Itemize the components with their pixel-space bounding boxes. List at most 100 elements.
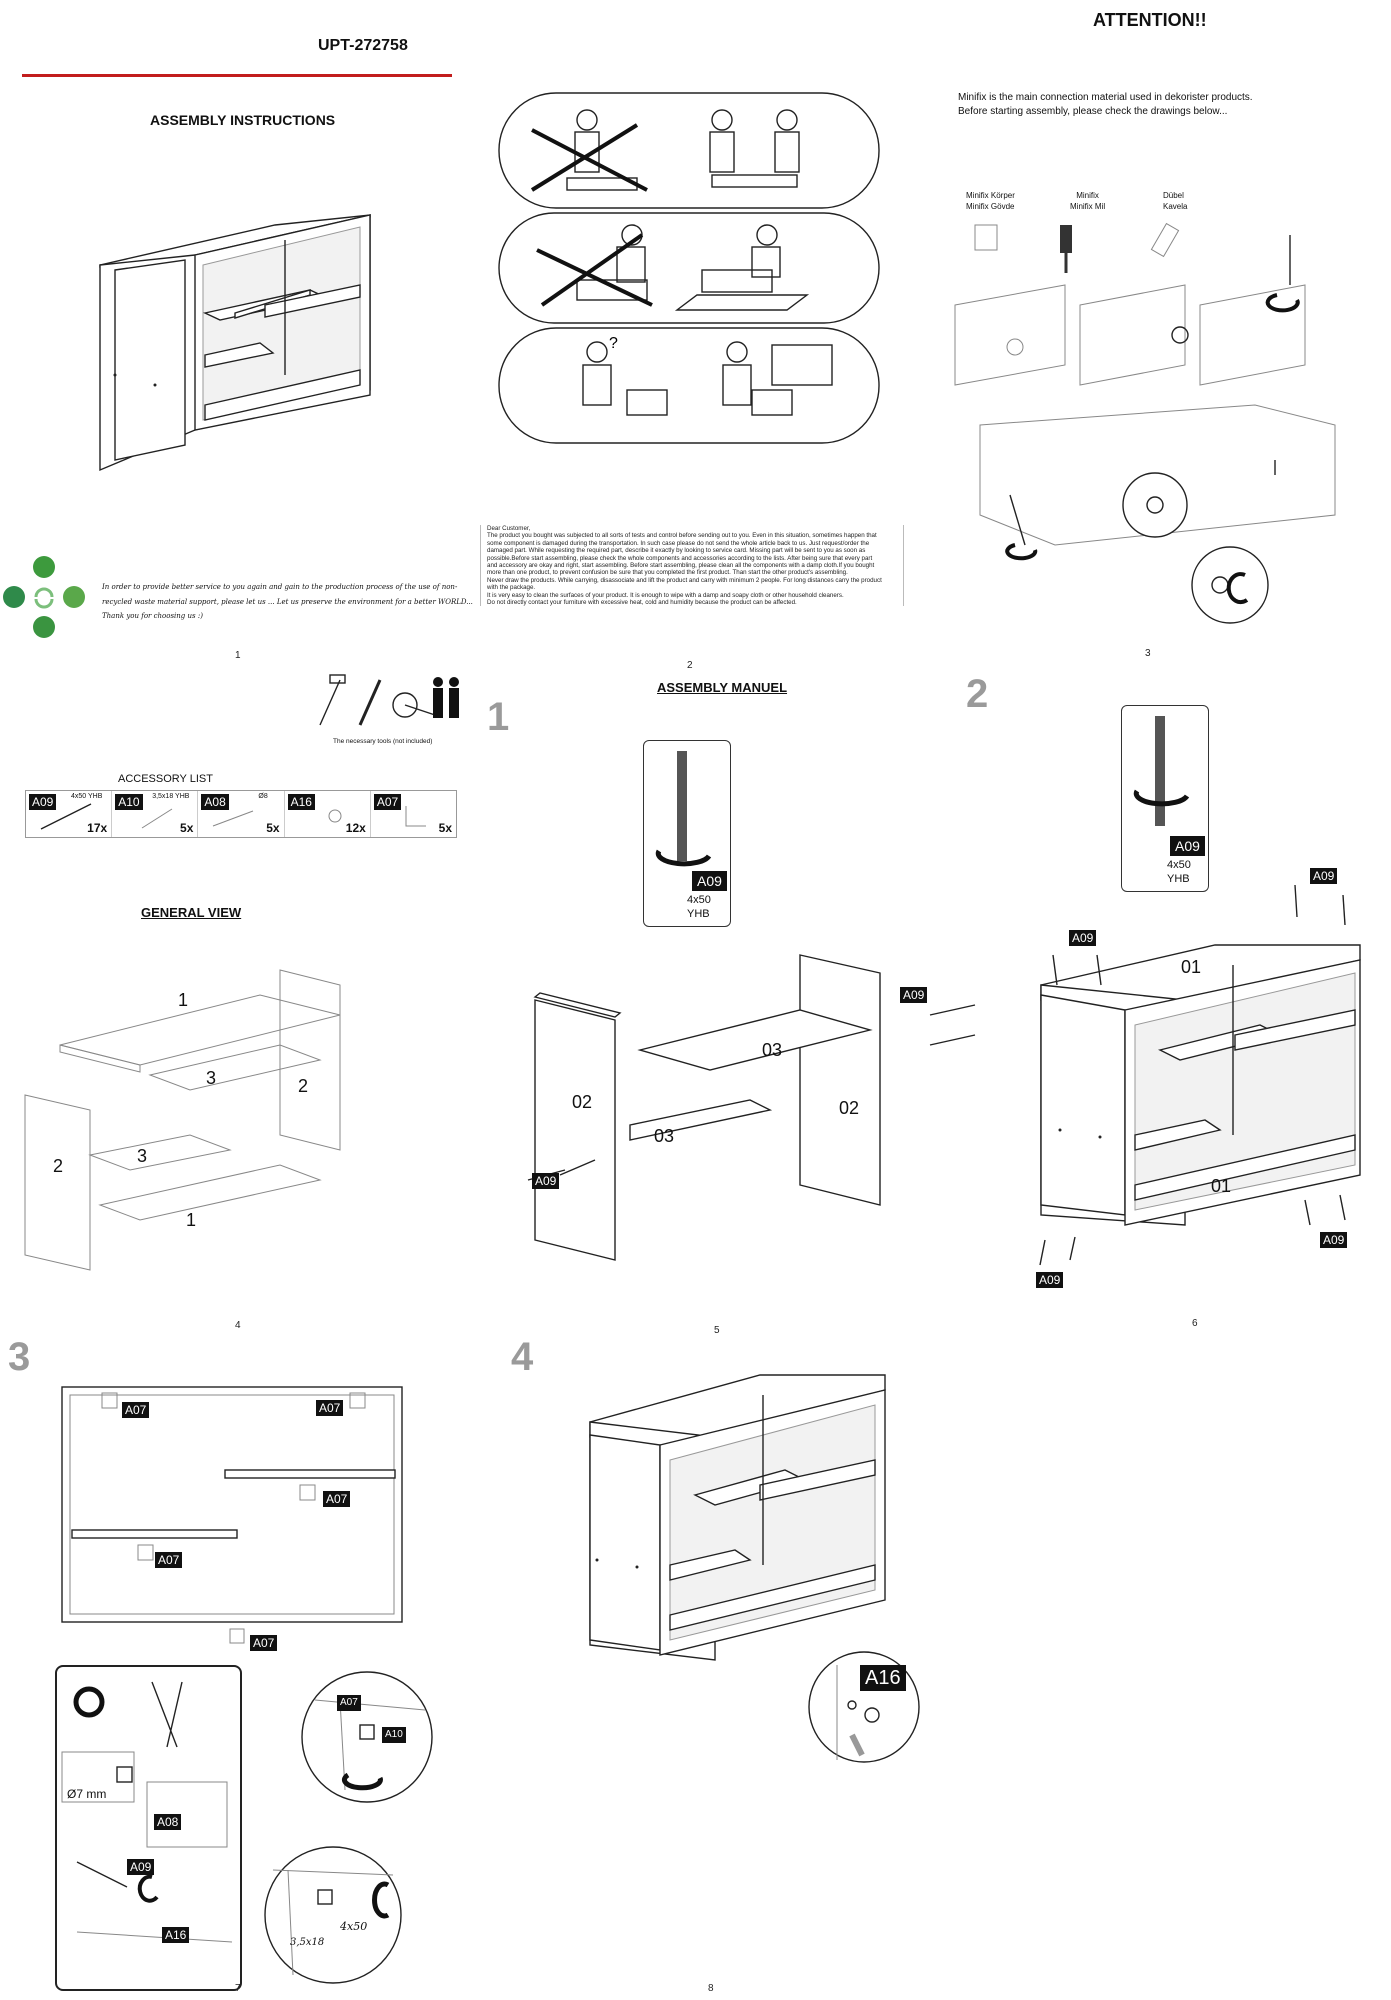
screwdriver-icon — [1133, 716, 1190, 826]
screw-spec-1: 4x50 — [687, 894, 711, 906]
page-number: 3 — [1145, 648, 1151, 659]
recycle-cycle-graphic — [3, 556, 85, 638]
screw-spec-2: YHB — [1167, 873, 1190, 885]
notice-line: It is very easy to clean the surfaces of… — [487, 591, 844, 599]
screw-spec-2: YHB — [687, 908, 710, 920]
page-number: 7 — [235, 1983, 241, 1994]
accessory-code: A08 — [201, 794, 229, 810]
part-bottom-label: 1 — [186, 1210, 197, 1230]
screw-tag-right: A09 — [900, 987, 928, 1003]
accessory-qty: 5x — [438, 821, 453, 835]
label-minifix-body: Minifix Körper Minifix Gövde — [966, 191, 1015, 211]
part-side-left-label: 02 — [572, 1092, 593, 1112]
step2-assembly-drawing — [1039, 884, 1361, 1266]
part-shelf-lower-label: 3 — [137, 1146, 148, 1166]
part-top-label: 01 — [1181, 957, 1202, 977]
accessory-spec: Ø8 — [258, 793, 268, 800]
accessory-spec: 4x50 YHB — [71, 793, 103, 800]
part-side-left-label: 2 — [53, 1156, 64, 1176]
accessory-spec: 3,5x18 YHB — [152, 793, 190, 800]
detail-bracket-tag: A07 — [337, 1695, 361, 1711]
wall-plug-icon — [213, 810, 254, 827]
accessory-item: A09 4x50 YHB 17x — [26, 791, 113, 837]
accessory-code: A09 — [29, 794, 57, 810]
step-number: 3 — [8, 1335, 31, 1379]
part-shelf-lower-label: 03 — [654, 1126, 675, 1146]
exploded-view — [24, 969, 341, 1271]
short-screw-icon — [141, 808, 173, 829]
accessory-item: A16 12x — [285, 791, 371, 837]
bracket-tag: A07 — [316, 1400, 344, 1416]
eco-text-line-2: recycled waste material support, please … — [102, 598, 473, 606]
plug-tag: A08 — [154, 1814, 182, 1830]
detail-spec-1: 3,5x18 — [290, 1937, 325, 1948]
notice-line: and accessory are okay and right, start … — [487, 562, 875, 570]
notice-greeting: Dear Customer, — [487, 525, 531, 532]
screw-code: A09 — [692, 871, 727, 891]
customer-notice: Dear Customer, The product you bought wa… — [480, 525, 904, 607]
notice-line: possible.Before start assembling, please… — [487, 554, 873, 562]
page-number: 4 — [235, 1320, 241, 1331]
screw-tag-bottom-left: A09 — [1036, 1272, 1064, 1288]
accessory-item: A07 5x — [371, 791, 456, 837]
notice-line: some component is damaged during the tra… — [487, 539, 870, 547]
step-number: 1 — [487, 695, 510, 739]
minifix-diagrams — [954, 222, 1336, 624]
bracket-tag: A07 — [122, 1402, 150, 1418]
notice-line: Never draw the products. While carrying,… — [487, 576, 882, 584]
part-side-right-label: 2 — [298, 1076, 309, 1096]
tools-icons — [319, 674, 459, 726]
accessory-code: A16 — [287, 794, 315, 810]
notice-line: with the package. — [487, 584, 536, 592]
angle-bracket-icon — [405, 806, 426, 827]
accessory-code: A10 — [115, 794, 143, 810]
accessory-item: A08 Ø8 5x — [198, 791, 285, 837]
screw-icon — [40, 803, 92, 830]
accessory-qty: 5x — [180, 821, 194, 835]
page-number: 5 — [714, 1325, 720, 1336]
screwdriver-icon — [655, 751, 712, 867]
screw-spec-1: 4x50 — [1167, 859, 1191, 871]
cabinet-back-view — [61, 1386, 403, 1623]
notice-line: The product you bought was subjected to … — [487, 532, 877, 540]
attention-intro-2: Before starting assembly, please check t… — [958, 106, 1228, 117]
page-number: 2 — [687, 660, 693, 671]
cap-tag: A16 — [860, 1665, 906, 1691]
wall-mount-sketches — [61, 1681, 233, 1943]
cover-cap-icon — [328, 809, 342, 823]
screw-tag-top-right: A09 — [1310, 868, 1338, 884]
screw-tag: A09 — [127, 1859, 155, 1875]
part-side-right-label: 02 — [839, 1098, 860, 1118]
eco-text-line-1: In order to provide better service to yo… — [102, 583, 458, 591]
label-minifix-pin: Minifix Minifix Mil — [1070, 191, 1106, 211]
safety-pictograms: ? — [498, 92, 880, 444]
accessory-list-title: ACCESSORY LIST — [118, 773, 213, 785]
bracket-detail-circle-1 — [301, 1671, 433, 1803]
accessory-item: A10 3,5x18 YHB 5x — [112, 791, 199, 837]
page-number: 1 — [235, 650, 241, 661]
accessory-qty: 17x — [87, 821, 108, 835]
svg-text:?: ? — [609, 335, 618, 352]
notice-line: damaged part. While requesting the requi… — [487, 547, 866, 555]
assembly-manual-title: ASSEMBLY MANUEL — [657, 680, 788, 695]
part-bottom-label: 01 — [1211, 1176, 1232, 1196]
page-title: ASSEMBLY INSTRUCTIONS — [150, 112, 336, 128]
screwdriver-callout: A09 4x50 YHB — [1121, 705, 1209, 892]
bracket-detail-circle-2 — [264, 1846, 402, 1984]
label-dowel: Dübel Kavela — [1163, 191, 1188, 211]
attention-intro-1: Minifix is the main connection material … — [958, 92, 1253, 103]
drill-size-label: Ø7 mm — [67, 1787, 107, 1801]
wall-mount-instructions-panel: Ø7 mm A08 A09 A16 — [55, 1665, 242, 1991]
screw-tag-top-left: A09 — [1069, 930, 1097, 946]
accessory-qty: 5x — [266, 821, 280, 835]
screw-code: A09 — [1170, 836, 1205, 856]
eco-text-line-3: Thank you for choosing us :) — [102, 612, 203, 620]
accessory-qty: 12x — [345, 821, 366, 835]
accessory-list: A09 4x50 YHB 17x A10 3,5x18 YHB 5x A08 Ø… — [25, 790, 457, 838]
general-view-title: GENERAL VIEW — [141, 905, 242, 920]
bracket-tag: A07 — [323, 1491, 351, 1507]
part-shelf-upper-label: 03 — [762, 1040, 783, 1060]
part-top-label: 1 — [178, 990, 189, 1010]
detail-screw-tag: A10 — [382, 1727, 406, 1743]
attention-title: ATTENTION!! — [1093, 10, 1207, 30]
